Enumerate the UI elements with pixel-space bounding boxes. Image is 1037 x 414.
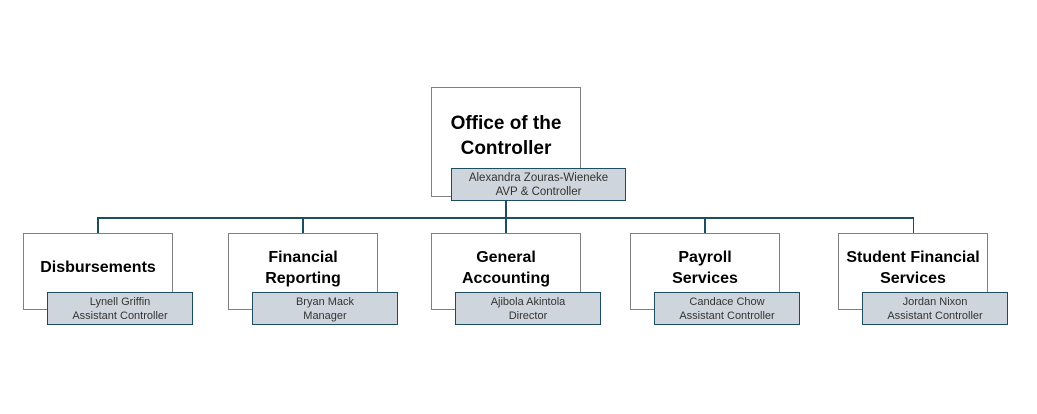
person-title: Assistant Controller	[72, 309, 168, 322]
root-title-line-1: Office of the	[450, 113, 562, 134]
dept-title-line: Services	[672, 269, 738, 287]
dept-title-line: Services	[880, 269, 946, 287]
person-title: Assistant Controller	[679, 309, 775, 322]
root-person-box: Alexandra Zouras-Wieneke AVP & Controlle…	[451, 168, 626, 201]
root-person-name: Alexandra Zouras-Wieneke	[468, 171, 609, 184]
dept-title: Student Financial Services	[846, 247, 979, 289]
dept-title-line: Student Financial	[846, 248, 980, 266]
person-title: Assistant Controller	[887, 309, 983, 322]
connector-drop-payroll-services	[704, 217, 706, 233]
root-person-title: AVP & Controller	[495, 185, 582, 198]
person-box-payroll-services: Candace Chow Assistant Controller	[654, 292, 800, 325]
dept-title: Payroll Services	[672, 247, 738, 289]
dept-title: General Accounting	[462, 247, 550, 289]
connector-drop-disbursements	[97, 217, 99, 233]
person-name: Ajibola Akintola	[490, 295, 566, 308]
connector-drop-general-accounting	[505, 217, 507, 233]
person-title: Manager	[303, 309, 347, 322]
person-name: Jordan Nixon	[902, 295, 968, 308]
dept-title-line: Reporting	[265, 269, 341, 287]
person-name: Candace Chow	[689, 295, 765, 308]
dept-title-line: General	[476, 248, 536, 266]
person-box-student-financial-services: Jordan Nixon Assistant Controller	[862, 292, 1008, 325]
connector-drop-financial-reporting	[302, 217, 304, 233]
person-name: Bryan Mack	[295, 295, 355, 308]
person-box-financial-reporting: Bryan Mack Manager	[252, 292, 398, 325]
dept-title: Disbursements	[40, 257, 156, 278]
connector-root-drop	[505, 201, 507, 218]
person-title: Director	[508, 309, 548, 322]
dept-title-line: Disbursements	[40, 259, 156, 276]
connector-drop-student-financial-services	[912, 217, 914, 233]
dept-title-line: Payroll	[678, 248, 732, 266]
person-box-general-accounting: Ajibola Akintola Director	[455, 292, 601, 325]
dept-title-line: Accounting	[462, 269, 550, 287]
root-title-line-2: Controller	[460, 138, 552, 159]
root-title: Office of the Controller	[451, 111, 562, 161]
person-name: Lynell Griffin	[89, 295, 151, 308]
dept-title-line: Financial	[268, 248, 338, 266]
person-box-disbursements: Lynell Griffin Assistant Controller	[47, 292, 193, 325]
dept-title: Financial Reporting	[265, 247, 341, 289]
